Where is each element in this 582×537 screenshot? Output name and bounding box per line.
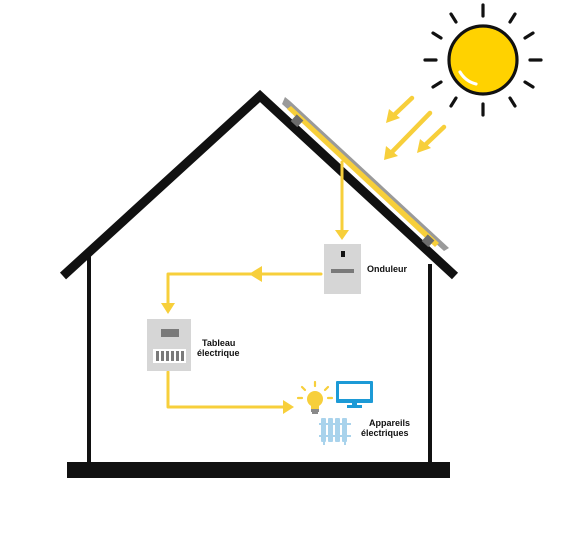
tv-icon xyxy=(336,381,373,408)
sun-ray-arrows xyxy=(384,95,447,160)
electrical-panel-icon xyxy=(147,319,191,371)
panel-label-line2: électrique xyxy=(197,348,240,358)
appliances-label-line2: électriques xyxy=(361,428,409,438)
house-walls xyxy=(87,256,432,466)
radiator-icon xyxy=(319,418,351,445)
panel-label-line1: Tableau xyxy=(202,338,235,348)
sun-icon xyxy=(423,3,543,117)
roof xyxy=(59,89,459,280)
light-bulb-icon xyxy=(296,380,334,414)
solar-panel-icon xyxy=(282,97,449,251)
energy-flow-arrowheads xyxy=(161,230,349,414)
inverter-label: Onduleur xyxy=(367,264,407,274)
inverter-icon xyxy=(324,244,361,294)
floor xyxy=(67,462,450,478)
appliances-label-line1: Appareils xyxy=(369,418,410,428)
energy-flow xyxy=(166,160,344,409)
